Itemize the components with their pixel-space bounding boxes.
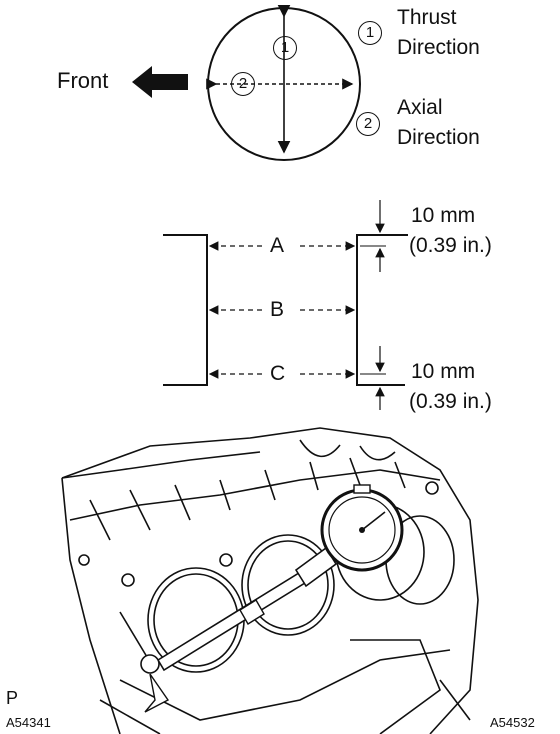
bottom-offset-in: (0.39 in.)	[409, 390, 492, 413]
position-c-label: C	[270, 362, 286, 385]
legend-thrust-text-2: Direction	[397, 36, 480, 59]
gauge-probe-end	[140, 654, 160, 674]
illustration-code-left: A54341	[6, 715, 51, 730]
marker-thrust: 1	[273, 36, 297, 60]
position-a-label: A	[270, 234, 285, 257]
cylinder-bore-gauge	[119, 484, 404, 713]
legend-axial-text-2: Direction	[397, 126, 480, 149]
illustration-code-right: A54532	[490, 715, 535, 730]
front-arrow-icon	[132, 66, 188, 98]
top-offset-in: (0.39 in.)	[409, 234, 492, 257]
bore-profile	[163, 200, 408, 410]
legend-thrust-number: 1	[358, 21, 382, 45]
front-label: Front	[57, 68, 109, 93]
legend-axial-text-1: Axial	[397, 96, 443, 119]
illustration-letter: P	[6, 688, 19, 708]
position-b-label: B	[270, 298, 285, 321]
engine-block-illustration	[61, 427, 479, 734]
marker-axial: 2	[231, 72, 255, 96]
legend-axial-number: 2	[356, 112, 380, 136]
legend-thrust-text-1: Thrust	[397, 6, 457, 29]
top-offset-mm: 10 mm	[411, 204, 476, 227]
bottom-offset-mm: 10 mm	[411, 360, 476, 383]
